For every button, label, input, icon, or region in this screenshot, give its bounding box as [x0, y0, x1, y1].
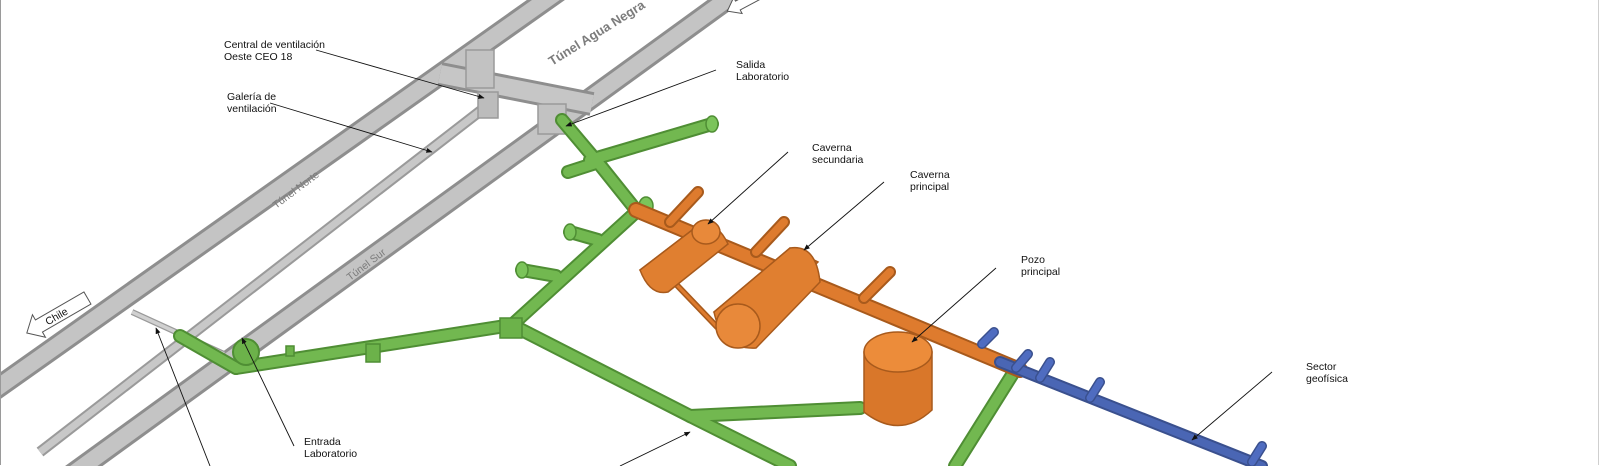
label-caverna-secundaria: Caverna secundaria	[812, 142, 864, 166]
label-salida-laboratorio: Salida Laboratorio	[736, 59, 790, 83]
main-shaft	[863, 331, 933, 427]
label-central-ventilacion: Central de ventilación Oeste CEO 18	[224, 39, 325, 63]
label-entrada-laboratorio: Entrada Laboratorio	[304, 436, 358, 460]
label-galeria-ventilacion: Galería de ventilación	[227, 91, 277, 115]
top-direction	[726, 0, 775, 15]
secondary-cavern	[638, 219, 729, 294]
label-pozo-principal: Pozo principal	[1021, 254, 1061, 278]
geophysics-sector	[977, 327, 1268, 466]
laboratory-galleries	[173, 113, 1019, 466]
label-sector-geofisica: Sector geofísica	[1306, 361, 1349, 385]
arrow-icon	[726, 0, 775, 15]
arrow-left-icon	[26, 291, 92, 339]
leader-lines	[155, 49, 1273, 466]
road-tunnels	[0, 0, 745, 466]
label-caverna-principal: Caverna principal	[910, 169, 950, 193]
main-cavern	[712, 246, 821, 349]
caverns	[628, 186, 1028, 378]
